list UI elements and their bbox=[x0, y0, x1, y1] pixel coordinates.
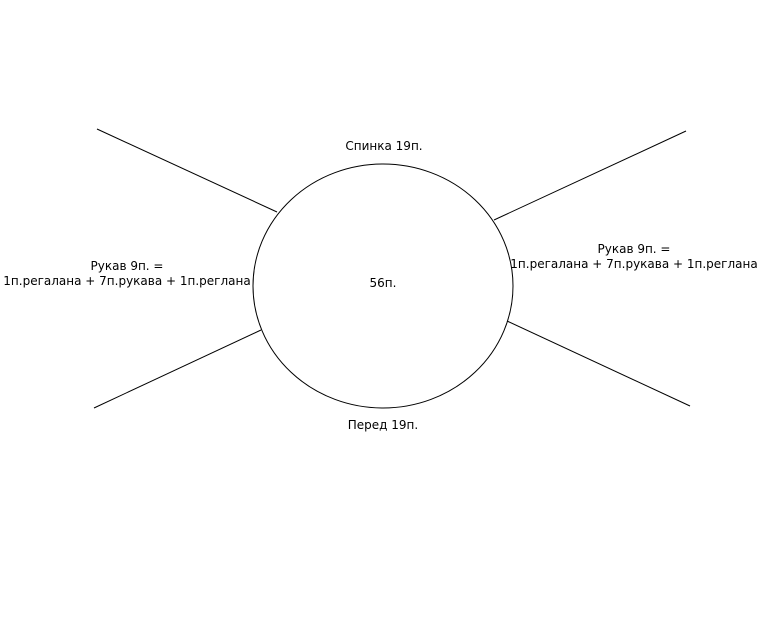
neckline-circle bbox=[252, 163, 514, 409]
right-sleeve-line2: 1п.регалана + 7п.рукава + 1п.реглана bbox=[510, 257, 758, 271]
front-label: Перед 19п. bbox=[347, 418, 419, 432]
raglan-line-top-right bbox=[493, 130, 687, 221]
left-sleeve-line2: 1п.регалана + 7п.рукава + 1п.реглана bbox=[3, 274, 251, 288]
raglan-line-bottom-left bbox=[93, 329, 262, 409]
raglan-line-bottom-right bbox=[506, 320, 691, 407]
left-sleeve-label: Рукав 9п. = 1п.регалана + 7п.рукава + 1п… bbox=[3, 259, 250, 289]
raglan-line-top-left bbox=[96, 128, 278, 213]
right-sleeve-label: Рукав 9п. = 1п.регалана + 7п.рукава + 1п… bbox=[510, 242, 757, 272]
left-sleeve-line1: Рукав 9п. = bbox=[90, 259, 164, 273]
right-sleeve-line1: Рукав 9п. = bbox=[597, 242, 671, 256]
back-label: Спинка 19п. bbox=[345, 139, 423, 153]
center-label: 56п. bbox=[369, 276, 397, 290]
